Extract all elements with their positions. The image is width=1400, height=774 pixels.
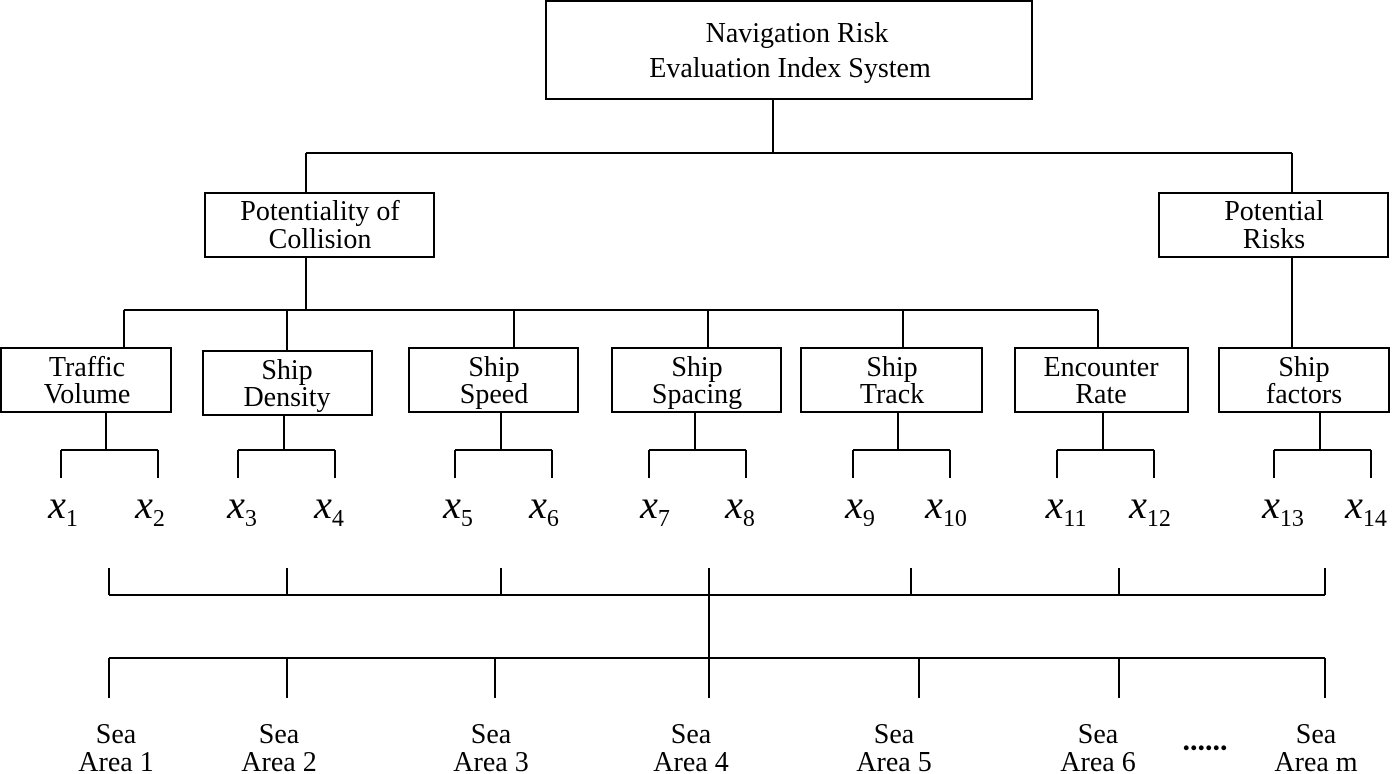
node-label-line-2: Collision [269,224,372,255]
node-label-line-2: Volume [44,379,131,410]
node-label-line-2: Speed [460,379,528,410]
indicator-x3: x3 [226,482,257,532]
sea-area-m: Sea Area m [1274,719,1357,774]
sea-areas: Sea Area 1 Sea Area 2 Sea Area 3 Sea Are… [78,719,1358,774]
node-encounter-rate: Encounter Rate [1014,347,1189,413]
node-label-line-1: Ship [468,352,519,383]
indicators: x1 x2 x3 x4 x5 x6 x7 x8 x9 x10 x11 x12 x… [47,482,1387,532]
sea-area-line-2: Area 2 [241,747,316,774]
node-ship-speed: Ship Speed [408,347,579,413]
sea-area-line-1: Sea [1296,719,1337,750]
node-label-line-2: Spacing [652,379,742,410]
indicator-x5: x5 [442,482,473,532]
root-title-line-2: Evaluation Index System [649,53,931,84]
sea-area-5: Sea Area 5 [856,719,931,774]
node-label-line-2: Risks [1243,224,1305,255]
indicator-x9: x9 [844,482,875,532]
node-label-line-1: Traffic [49,352,125,383]
indicator-x2: x2 [134,482,165,532]
sea-area-2: Sea Area 2 [241,719,316,774]
sea-area-line-2: Area 5 [856,747,931,774]
sea-area-line-1: Sea [471,719,512,750]
sea-area-4: Sea Area 4 [653,719,728,774]
node-label-line-2: Density [243,382,330,413]
node-label-line-1: Ship [671,352,722,383]
node-ship-density: Ship Density [202,350,373,416]
sea-area-line-2: Area 1 [78,747,153,774]
node-label-line-2: Rate [1075,379,1126,410]
sea-area-line-2: Area 6 [1060,747,1135,774]
indicator-x1: x1 [47,482,78,532]
sea-area-line-2: Area 3 [453,747,528,774]
sea-area-line-2: Area m [1274,747,1357,774]
node-label-line-1: Ship [1278,352,1329,383]
node-label-line-1: Ship [261,355,312,386]
node-ship-track: Ship Track [800,347,983,413]
sea-area-3: Sea Area 3 [453,719,528,774]
node-label-line-1: Potentiality of [240,196,400,227]
root-node: Navigation Risk Evaluation Index System [545,0,1033,100]
connectors-level2 [60,412,1372,478]
indicator-x7: x7 [639,482,670,532]
node-potentiality-of-collision: Potentiality of Collision [204,192,435,258]
indicator-x10: x10 [924,482,967,532]
indicator-x8: x8 [724,482,755,532]
node-ship-spacing: Ship Spacing [611,347,782,413]
node-label-line-2: factors [1266,379,1342,410]
sea-area-line-1: Sea [671,719,712,750]
indicator-x6: x6 [528,482,559,532]
sea-area-6: Sea Area 6 [1060,719,1135,774]
connectors-root [305,99,1293,193]
node-label-line-1: Potential [1224,196,1324,227]
sea-area-line-2: Area 4 [653,747,728,774]
indicator-x13: x13 [1261,482,1304,532]
indicator-x14: x14 [1344,482,1387,532]
connectors-bottom [108,568,1326,698]
ellipsis: ...... [1183,724,1228,757]
sea-area-line-1: Sea [96,719,137,750]
node-label-line-1: Ship [866,352,917,383]
sea-area-line-1: Sea [259,719,300,750]
indicator-x11: x11 [1045,482,1087,532]
node-label-line-1: Encounter [1043,352,1159,383]
node-potential-risks: Potential Risks [1158,192,1389,258]
node-traffic-volume: Traffic Volume [0,347,172,413]
root-title-line-1: Navigation Risk [706,18,889,49]
indicator-x4: x4 [313,482,344,532]
node-ship-factors: Ship factors [1218,347,1390,413]
indicator-x12: x12 [1128,482,1171,532]
node-label-line-2: Track [860,379,924,410]
connectors-level1 [123,257,1293,351]
sea-area-line-1: Sea [874,719,915,750]
sea-area-1: Sea Area 1 [78,719,153,774]
sea-area-line-1: Sea [1078,719,1119,750]
